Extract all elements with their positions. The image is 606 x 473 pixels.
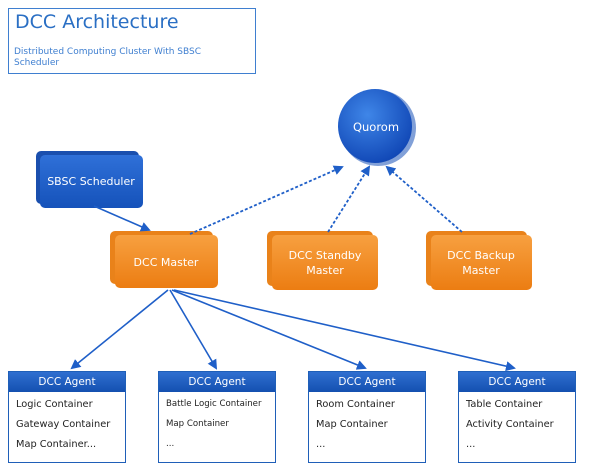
agent-box-3: DCC Agent Room Container Map Container .… [308, 371, 426, 463]
scheduler-label: SBSC Scheduler [47, 175, 135, 188]
edge-master-to-agent-2 [169, 289, 218, 370]
standby-label-line1: DCC Standby [289, 249, 362, 262]
agent-title: DCC Agent [309, 372, 425, 392]
agent-box-1: DCC Agent Logic Container Gateway Contai… [8, 371, 126, 463]
edge-master-to-agent-1 [70, 289, 169, 370]
agent-row: Map Container [316, 419, 388, 430]
standby-label-line2: Master [306, 264, 344, 277]
agent-row: Room Container [316, 399, 395, 410]
agent-box-4: DCC Agent Table Container Activity Conta… [458, 371, 576, 463]
agent-title: DCC Agent [159, 372, 275, 392]
agent-row: Table Container [466, 399, 543, 410]
backup-label-line2: Master [462, 264, 500, 277]
edge-standby-to-quorom [327, 165, 371, 233]
master-node: DCC Master [110, 231, 218, 288]
scheduler-node: SBSC Scheduler [36, 151, 143, 208]
agent-row: ... [166, 439, 175, 449]
agent-row: Map Container [166, 419, 229, 429]
agent-row: ... [466, 439, 476, 450]
agent-row: Gateway Container [16, 419, 111, 430]
backup-label-line1: DCC Backup [447, 249, 515, 262]
diagram-subtitle: Distributed Computing Cluster With SBSC … [14, 47, 202, 68]
agent-title: DCC Agent [459, 372, 575, 392]
agent-row: Activity Container [466, 419, 554, 430]
master-label: DCC Master [134, 256, 199, 269]
quorom-node: Quorom [338, 89, 416, 166]
quorom-label: Quorom [353, 120, 399, 134]
agent-row: ... [316, 439, 326, 450]
diagram-title: DCC Architecture [15, 11, 179, 33]
edge-master-to-agent-4 [173, 289, 516, 372]
agent-row: Battle Logic Container [166, 399, 262, 409]
agent-title: DCC Agent [9, 372, 125, 392]
edge-master-to-agent-3 [171, 289, 367, 370]
standby-master-node: DCC Standby Master [267, 231, 378, 290]
title-box: DCC Architecture Distributed Computing C… [8, 8, 256, 74]
edge-master-to-quorom [189, 165, 344, 235]
edge-scheduler-to-master [93, 205, 151, 232]
backup-master-node: DCC Backup Master [426, 231, 532, 290]
agent-box-2: DCC Agent Battle Logic Container Map Con… [158, 371, 276, 463]
agent-row: Map Container... [16, 439, 97, 450]
agent-row: Logic Container [16, 399, 93, 410]
edge-backup-to-quorom [385, 165, 463, 233]
